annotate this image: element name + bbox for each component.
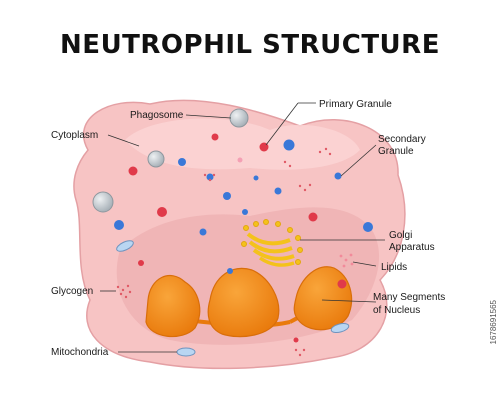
nucleus-lobe-2 <box>207 268 280 338</box>
label-secondary-granule-line1: Secondary <box>378 134 426 145</box>
secondary-granules <box>114 139 373 274</box>
label-mitochondria: Mitochondria <box>51 347 109 358</box>
label-secondary-granule-line2: Granule <box>378 146 414 157</box>
golgi-apparatus <box>241 219 303 267</box>
label-cytoplasm: Cytoplasm <box>51 130 98 141</box>
label-lipids: Lipids <box>381 262 407 273</box>
label-nucleus-line1: Many Segments <box>373 292 445 303</box>
label-golgi-line2: Apparatus <box>389 242 435 253</box>
label-nucleus-line2: of Nucleus <box>373 305 420 316</box>
glycogen-dots <box>116 147 332 357</box>
label-glycogen: Glycogen <box>51 286 93 297</box>
stock-id: 1678691565 <box>489 300 498 345</box>
diagram-title: NEUTROPHIL STRUCTURE <box>60 30 440 60</box>
label-primary-granule: Primary Granule <box>319 99 392 110</box>
phagosomes <box>92 108 249 213</box>
leader-lines <box>100 102 385 353</box>
nucleus <box>145 266 353 338</box>
nucleus-lobe-1 <box>145 274 201 338</box>
label-phagosome: Phagosome <box>130 110 184 121</box>
nucleus-lobe-3 <box>293 266 353 331</box>
primary-granules <box>128 133 347 289</box>
label-golgi-line1: Golgi <box>389 230 412 241</box>
cytoplasm-light-region <box>125 118 360 170</box>
lipid-droplets <box>237 157 354 343</box>
